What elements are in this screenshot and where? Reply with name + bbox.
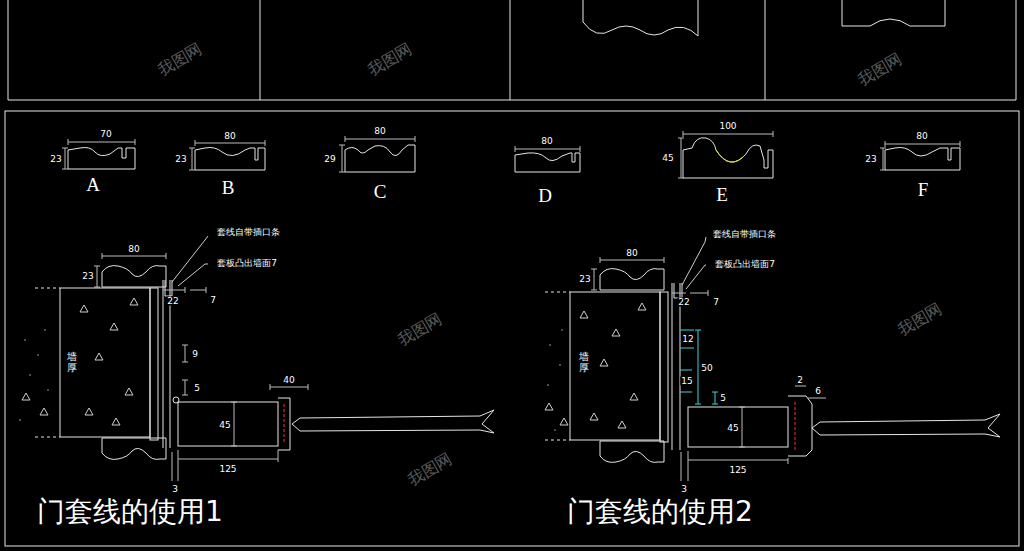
dimension-value: 125: [728, 466, 747, 475]
wall-label: 墙厚: [66, 351, 78, 373]
dimension-value: 100: [718, 122, 737, 131]
dimension-value: 80: [373, 127, 386, 136]
watermark: 我图网: [364, 41, 415, 80]
watermark: 我图网: [394, 311, 445, 350]
dimension-value: 45: [661, 154, 674, 163]
dimension-value: 23: [81, 272, 94, 281]
dimension-value: 3: [680, 485, 688, 494]
dimension-value: 7: [209, 296, 217, 305]
profile-letter: A: [85, 175, 101, 194]
dimension-value: 2: [796, 376, 804, 385]
dimension-value: 7: [712, 298, 720, 307]
watermark: 我图网: [854, 51, 905, 90]
dimension-value: 45: [726, 424, 739, 433]
dimension-value: 70: [99, 130, 112, 139]
dimension-value: 3: [171, 485, 179, 494]
leader-note: 套板凸出墙面7: [714, 260, 776, 269]
watermark: 我图网: [894, 301, 945, 340]
dimension-value: 80: [223, 132, 236, 141]
dimension-value: 23: [49, 155, 62, 164]
dimension-value: 80: [915, 132, 928, 141]
dimension-value: 23: [174, 155, 187, 164]
dimension-value: 5: [193, 384, 201, 393]
watermark: 我图网: [154, 41, 205, 80]
dimension-value: 40: [282, 376, 295, 385]
watermark: 我图网: [404, 451, 455, 490]
dimension-value: 29: [323, 155, 336, 164]
profile-letter: F: [917, 180, 930, 199]
dimension-value: 45: [218, 421, 231, 430]
profile-letter: E: [715, 185, 729, 204]
leader-note: 套线自带插口条: [712, 230, 777, 239]
section-caption: 门套线的使用1: [36, 498, 224, 526]
dimension-value: 125: [218, 465, 237, 474]
dimension-value: 80: [540, 137, 553, 146]
profile-letter: B: [221, 178, 236, 197]
profile-letter: C: [373, 182, 388, 201]
profile-letter: D: [537, 186, 553, 205]
dimension-value: 23: [578, 275, 591, 284]
wall-label: 墙厚: [578, 351, 590, 373]
leader-note: 套线自带插口条: [216, 228, 281, 237]
dimension-value: 9: [191, 350, 199, 359]
dimension-value: 80: [127, 245, 140, 254]
dimension-value: 23: [864, 155, 877, 164]
dimension-value: 12: [681, 335, 694, 344]
dimension-value: 22: [166, 297, 179, 306]
dimension-value: 50: [700, 364, 713, 373]
section-caption: 门套线的使用2: [566, 498, 754, 526]
leader-note: 套板凸出墙面7: [216, 259, 278, 268]
dimension-value: 22: [677, 298, 690, 307]
dimension-value: 5: [719, 394, 727, 403]
dimension-value: 80: [625, 249, 638, 258]
dimension-value: 15: [680, 377, 693, 386]
dimension-value: 6: [814, 387, 822, 396]
